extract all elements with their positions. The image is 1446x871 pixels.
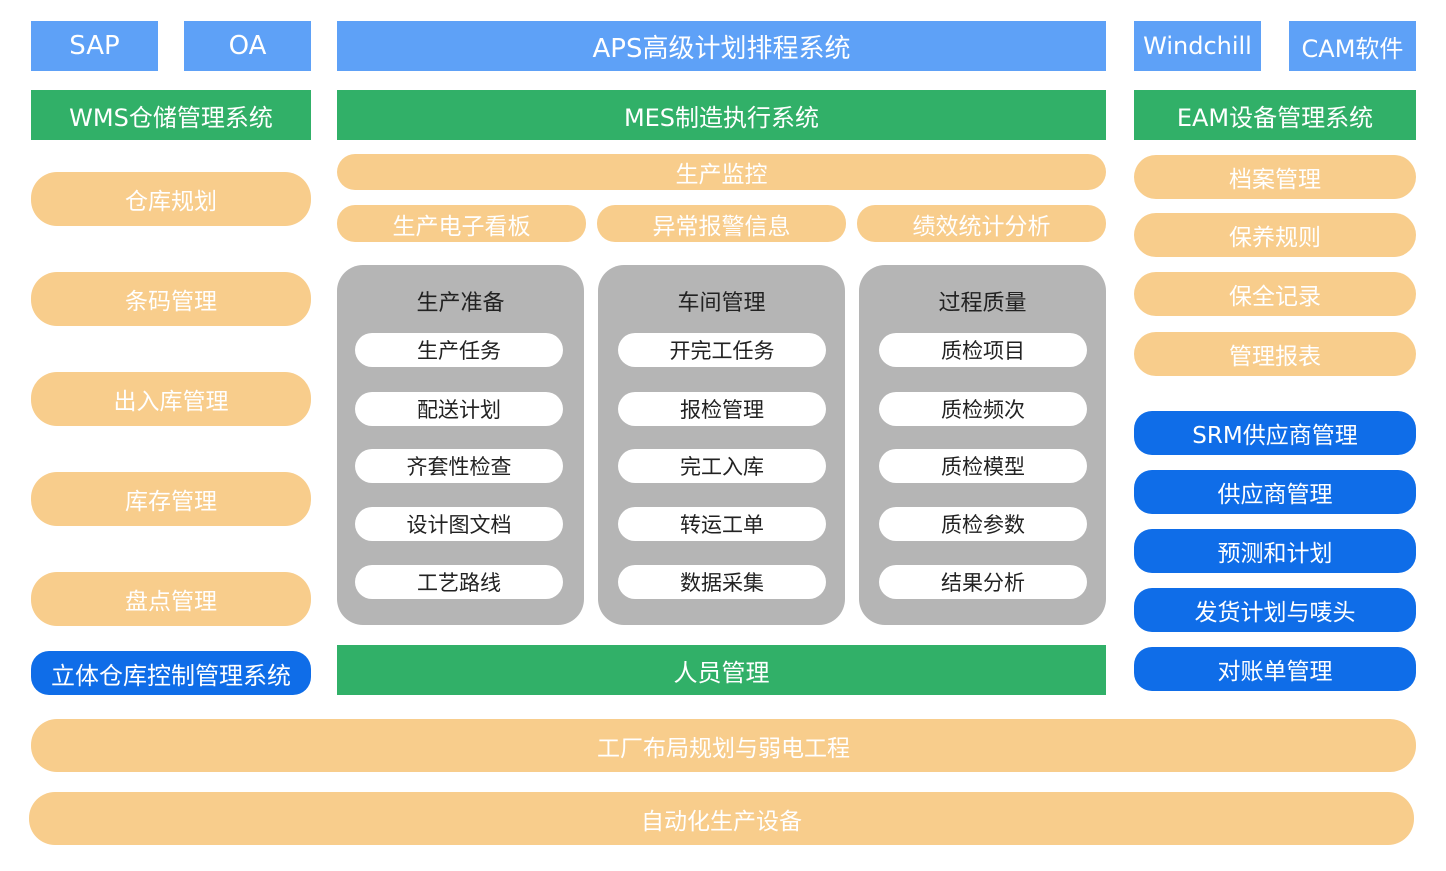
eam-item-records[interactable]: 保全记录 [1134,272,1416,316]
wms-item-warehouse-planning[interactable]: 仓库规划 [31,172,311,226]
eam-item-maintenance-rules[interactable]: 保养规则 [1134,213,1416,257]
panel-item[interactable]: 开完工任务 [618,333,826,367]
panel-item[interactable]: 设计图文档 [355,507,563,541]
panel-item[interactable]: 配送计划 [355,392,563,426]
panel-item[interactable]: 生产任务 [355,333,563,367]
windchill-box[interactable]: Windchill [1134,21,1261,71]
panel-item[interactable]: 转运工单 [618,507,826,541]
aps-box[interactable]: APS高级计划排程系统 [337,21,1106,71]
stereo-warehouse-box[interactable]: 立体仓库控制管理系统 [31,651,311,695]
panel-title: 过程质量 [938,291,1027,316]
panel-item[interactable]: 齐套性检查 [355,449,563,483]
panel-production-prep: 生产准备 生产任务 配送计划 齐套性检查 设计图文档 工艺路线 [337,265,584,625]
mes-monitor[interactable]: 生产监控 [337,154,1106,190]
panel-item[interactable]: 完工入库 [618,449,826,483]
srm-item-reconciliation[interactable]: 对账单管理 [1134,647,1416,691]
eam-item-reports[interactable]: 管理报表 [1134,332,1416,376]
panel-title: 车间管理 [677,291,766,316]
sap-box[interactable]: SAP [31,21,158,71]
factory-layout-bar[interactable]: 工厂布局规划与弱电工程 [31,719,1416,772]
panel-item[interactable]: 质检频次 [879,392,1087,426]
panel-item[interactable]: 工艺路线 [355,565,563,599]
srm-title[interactable]: SRM供应商管理 [1134,411,1416,455]
personnel-box[interactable]: 人员管理 [337,645,1106,695]
wms-item-barcode[interactable]: 条码管理 [31,272,311,326]
panel-item[interactable]: 质检项目 [879,333,1087,367]
srm-item-supplier[interactable]: 供应商管理 [1134,470,1416,514]
panel-item[interactable]: 质检参数 [879,507,1087,541]
wms-item-inventory[interactable]: 库存管理 [31,472,311,526]
mes-monitor-kanban[interactable]: 生产电子看板 [337,205,586,242]
cam-box[interactable]: CAM软件 [1289,21,1416,71]
panel-process-quality: 过程质量 质检项目 质检频次 质检模型 质检参数 结果分析 [859,265,1106,625]
oa-box[interactable]: OA [184,21,311,71]
panel-item[interactable]: 数据采集 [618,565,826,599]
panel-title: 生产准备 [416,291,505,316]
panel-item[interactable]: 质检模型 [879,449,1087,483]
eam-item-archive[interactable]: 档案管理 [1134,155,1416,199]
automation-equipment-bar[interactable]: 自动化生产设备 [29,792,1414,845]
wms-title[interactable]: WMS仓储管理系统 [31,90,311,140]
panel-workshop: 车间管理 开完工任务 报检管理 完工入库 转运工单 数据采集 [598,265,845,625]
mes-title[interactable]: MES制造执行系统 [337,90,1106,140]
mes-monitor-performance[interactable]: 绩效统计分析 [857,205,1106,242]
eam-title[interactable]: EAM设备管理系统 [1134,90,1416,140]
wms-item-stocktaking[interactable]: 盘点管理 [31,572,311,626]
panel-item[interactable]: 报检管理 [618,392,826,426]
panel-item[interactable]: 结果分析 [879,565,1087,599]
mes-monitor-alarm[interactable]: 异常报警信息 [597,205,846,242]
srm-item-forecast[interactable]: 预测和计划 [1134,529,1416,573]
wms-item-inout[interactable]: 出入库管理 [31,372,311,426]
srm-item-shipping[interactable]: 发货计划与唛头 [1134,588,1416,632]
